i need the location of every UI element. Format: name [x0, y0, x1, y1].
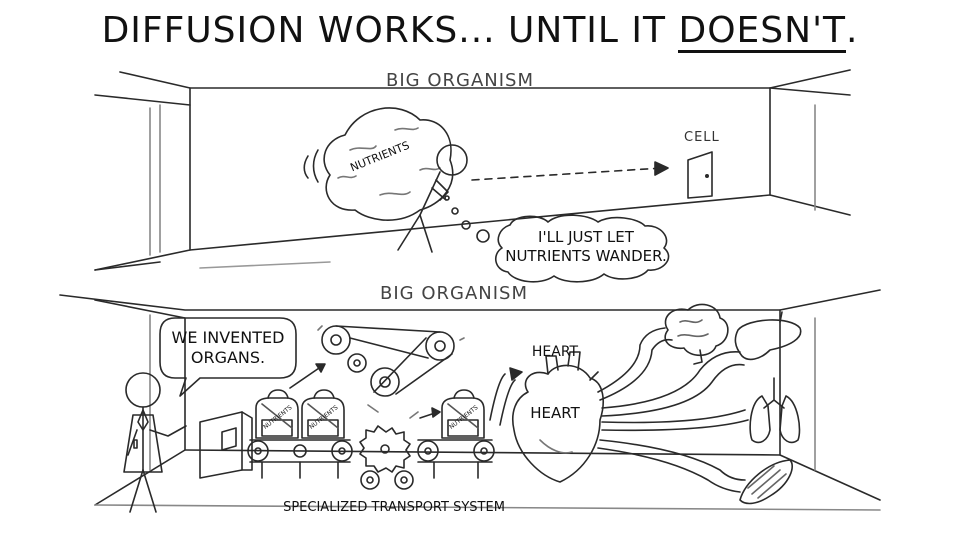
speech-line-2: ORGANS. — [190, 348, 266, 367]
stick-figure-top — [398, 145, 467, 252]
scientist-figure — [124, 373, 186, 512]
backpack-3 — [442, 390, 484, 438]
input-machine — [200, 412, 252, 478]
bottom-room-label: BIG ORGANISM — [380, 283, 528, 304]
conveyor-belt-left — [248, 440, 352, 478]
heart-top-label: HEART — [531, 344, 579, 360]
gear-small-bottom-right — [395, 471, 413, 489]
backpack-2 — [302, 390, 344, 438]
title-emphasis: DOESN'T — [678, 10, 846, 53]
thought-line-2: NUTRIENTS WANDER. — [505, 246, 667, 265]
thought-line-1: I'LL JUST LET — [538, 228, 634, 246]
speech-bubble — [160, 318, 296, 396]
gear-small-top — [348, 354, 366, 372]
title-suffix: . — [845, 10, 859, 51]
transport-caption: SPECIALIZED TRANSPORT SYSTEM — [283, 500, 505, 515]
comic-title: DIFFUSION WORKS... UNTIL IT DOESN'T. — [0, 10, 960, 53]
gear-small-bottom-left — [361, 471, 379, 489]
arrow-up — [290, 366, 322, 388]
heart-body-label: HEART — [530, 404, 580, 422]
heart-output-tubes — [598, 328, 748, 492]
top-room-walls — [95, 70, 850, 270]
dashed-arrow — [472, 162, 668, 180]
elevated-conveyor — [318, 326, 464, 396]
heart-organ — [513, 352, 603, 482]
gear-large-middle — [360, 426, 410, 472]
thought-bubble-top — [445, 196, 669, 282]
cell-door — [688, 152, 712, 198]
speech-line-1: WE INVENTED — [171, 328, 285, 347]
thought-text: I'LL JUST LET NUTRIENTS WANDER. — [500, 228, 672, 266]
muscle-organ — [740, 460, 792, 503]
conveyor-belt-right — [418, 440, 494, 478]
cell-label: CELL — [684, 130, 720, 145]
liver-organ — [735, 312, 800, 359]
top-room-label: BIG ORGANISM — [386, 70, 534, 91]
backpack-1 — [256, 390, 298, 438]
lungs-organ — [750, 378, 799, 442]
speech-text: WE INVENTED ORGANS. — [160, 328, 296, 368]
title-prefix: DIFFUSION WORKS... UNTIL IT — [101, 10, 679, 51]
heart-feed-tube — [490, 374, 505, 420]
brain-organ — [665, 304, 728, 364]
